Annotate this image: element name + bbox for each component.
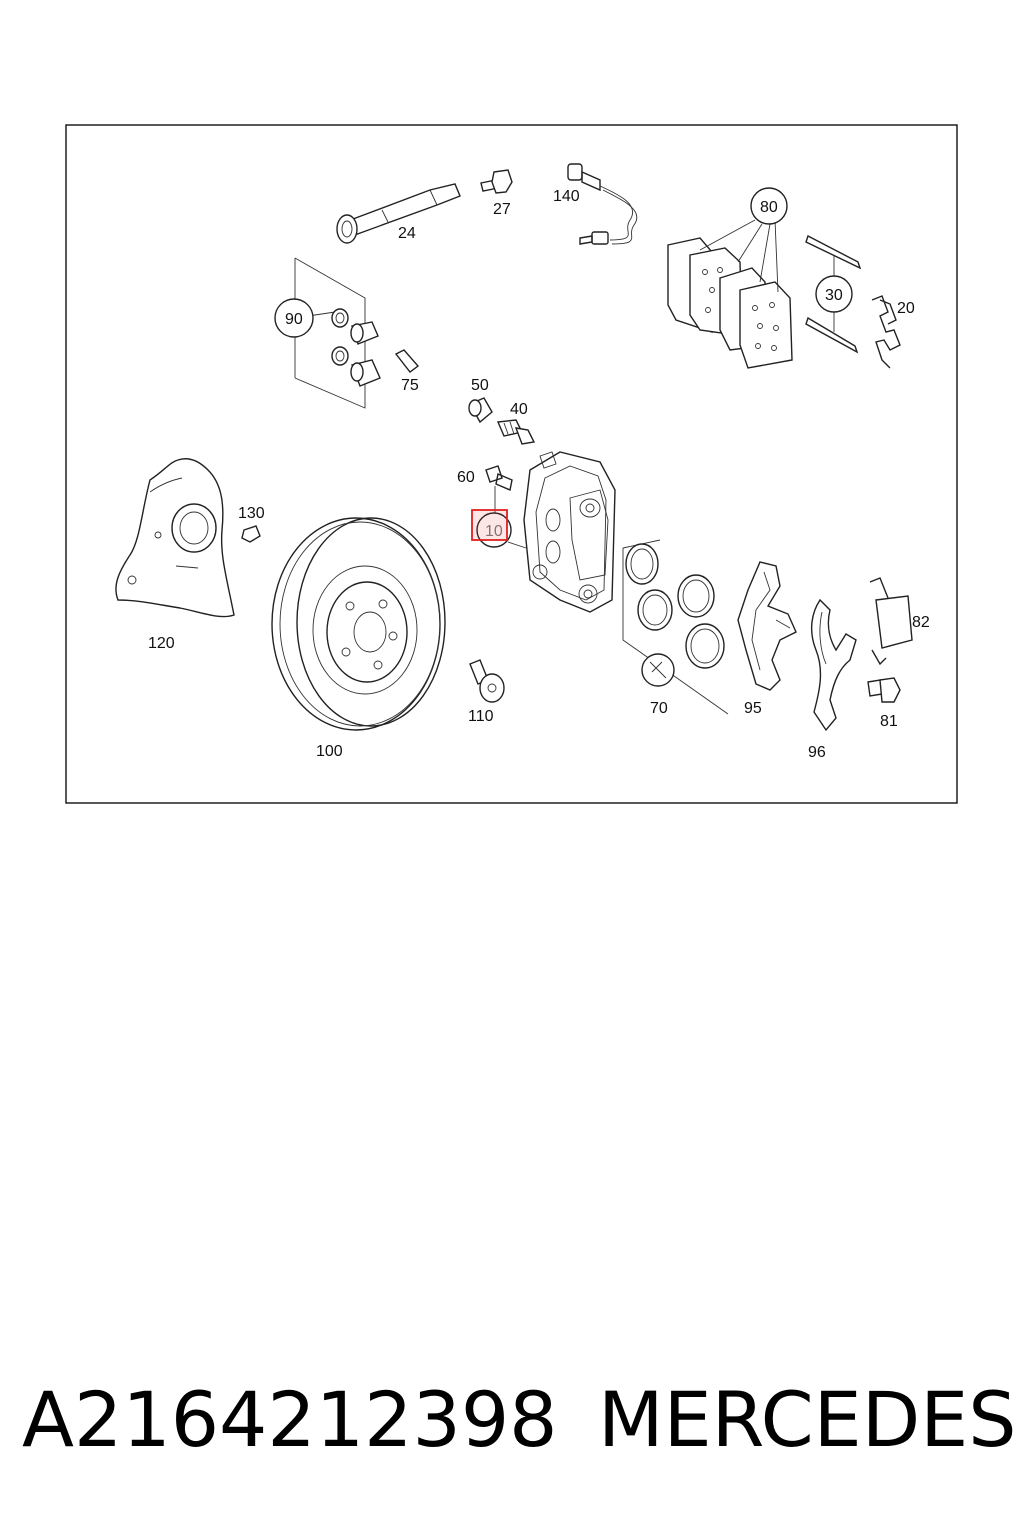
label-95: 95 [744,700,762,717]
label-20: 20 [897,300,915,317]
label-100: 100 [316,743,343,760]
callout-30 [815,275,853,313]
part-90-bushing-kit[interactable] [294,257,381,409]
part-40-bleeder[interactable] [496,419,536,445]
footer: A2164212398 MERCEDES [0,1370,1024,1480]
part-95-anti-rattle-spring[interactable] [737,561,797,691]
label-27: 27 [493,201,511,218]
part-number: A2164212398 [22,1375,558,1464]
part-100-brake-disc[interactable] [271,517,446,731]
part-10-caliper[interactable] [494,451,616,613]
callout-80 [750,187,788,225]
wrench-icon-glyph [649,661,667,679]
callout-10 [476,512,512,548]
label-60: 60 [457,469,475,486]
part-20-spring-clip[interactable] [871,295,901,369]
part-120-splash-shield[interactable] [115,458,235,618]
label-80: 80 [760,199,778,216]
label-120: 120 [148,635,175,652]
label-110: 110 [468,708,494,725]
part-70-seal-kit[interactable] [622,539,729,715]
highlight-box [471,509,508,541]
label-30: 30 [825,287,843,304]
part-96-clip[interactable] [810,598,857,732]
label-40: 40 [510,401,528,418]
label-81: 81 [880,713,898,730]
part-24-guide-pin[interactable] [336,183,461,244]
part-27-bolt[interactable] [480,169,513,194]
part-81-bolt[interactable] [867,677,901,703]
label-140: 140 [553,188,580,205]
label-24: 24 [398,225,416,242]
diagram-frame [65,124,958,804]
part-75-pin[interactable] [394,349,420,373]
label-96: 96 [808,744,826,761]
part-50-cap[interactable] [468,397,493,424]
part-110-screw[interactable] [469,659,505,703]
brand-name: MERCEDES [598,1375,1017,1464]
brake-parts-diagram: 24 27 140 80 30 [65,124,958,804]
part-60-bolt[interactable] [485,465,513,491]
callout-90 [274,298,314,338]
part-30-pins[interactable] [805,235,862,354]
part-80-brake-pads[interactable] [667,219,793,369]
label-130: 130 [238,505,265,522]
label-75: 75 [401,377,419,394]
label-50: 50 [471,377,489,394]
part-130-nut[interactable] [241,525,261,543]
label-90: 90 [285,311,303,328]
part-82-pad-plate[interactable] [869,577,913,666]
label-70: 70 [650,700,668,717]
part-140-wear-sensor[interactable] [567,163,638,245]
label-10: 10 [485,523,503,540]
label-82: 82 [912,614,930,631]
